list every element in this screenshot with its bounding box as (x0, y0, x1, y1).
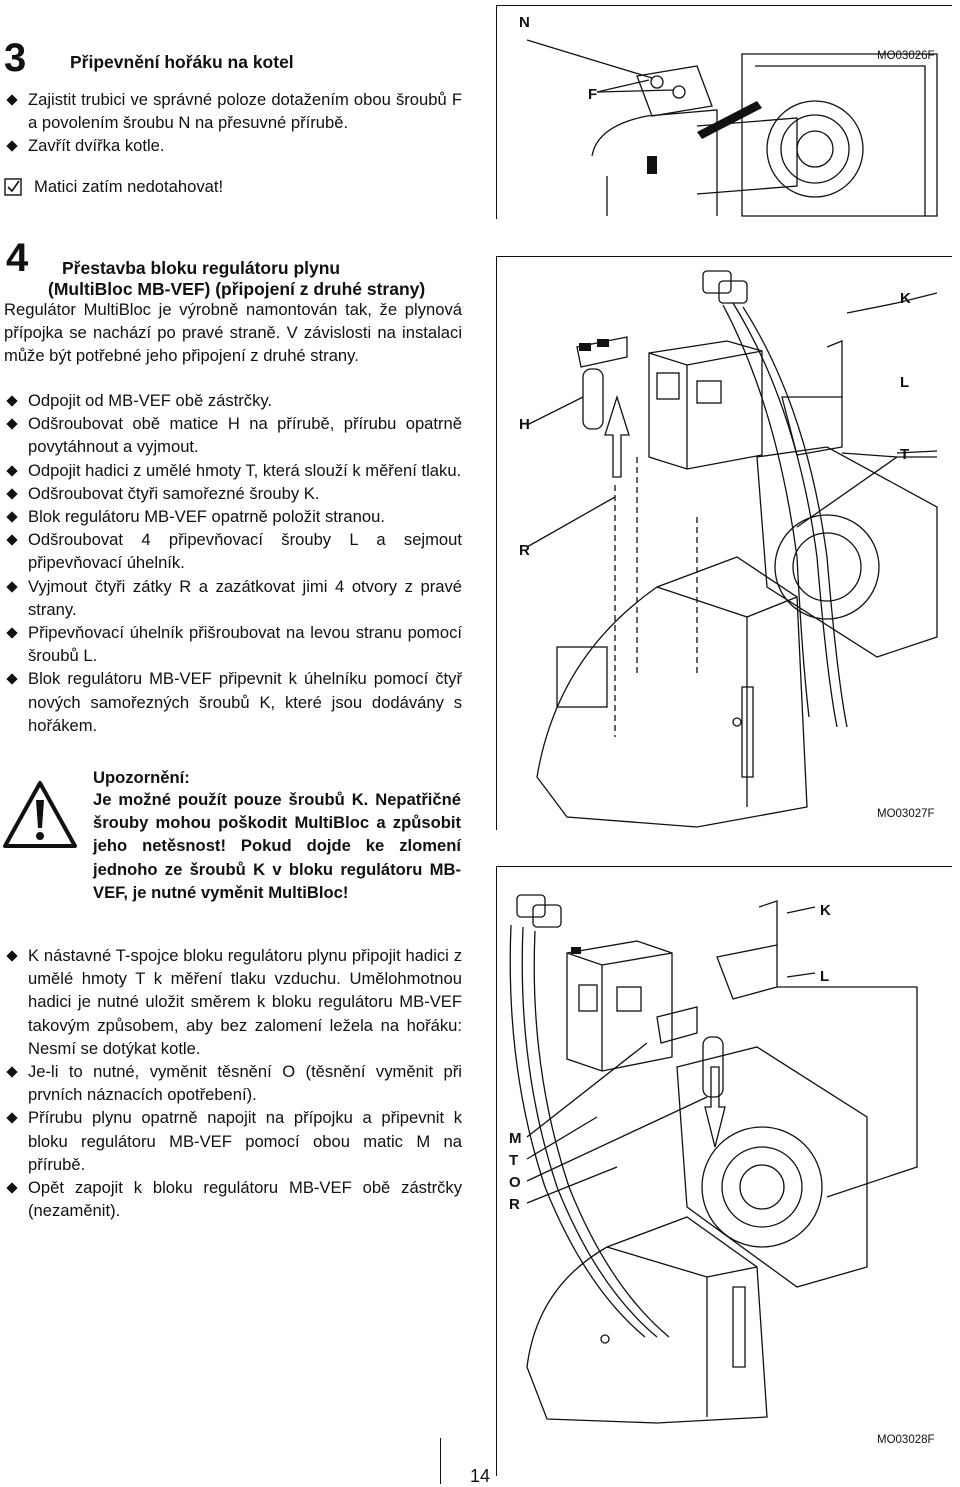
list-item: Zavřít dvířka kotle. (4, 134, 462, 157)
section-4-continued-bullet-list: K nástavné T-spojce bloku regulátoru ply… (4, 944, 462, 1222)
figure-2-label-h: H (519, 416, 530, 433)
figure-2-multibloc-removal-drawing (526, 270, 938, 828)
page-footer-rule (440, 1438, 441, 1484)
bullet-diamond-icon (6, 1182, 18, 1194)
bullet-diamond-icon (6, 580, 18, 593)
warning-triangle-icon (2, 780, 78, 855)
list-item: Vyjmout čtyři zátky R a zazátkovat jimi … (4, 575, 462, 621)
bullet-diamond-icon (6, 94, 18, 106)
figure-2-label-k: K (900, 290, 911, 307)
bullet-diamond-icon (6, 673, 18, 686)
bullet-diamond-icon (6, 464, 18, 477)
figure-1-top-rule (496, 5, 952, 6)
section-4-intro: Regulátor MultiBloc je výrobně namontová… (4, 300, 462, 366)
figure-1-label-f: F (588, 86, 598, 103)
bullet-diamond-icon (6, 950, 18, 962)
figure-2-id: MO03027F (877, 808, 935, 820)
list-item: Odpojit hadici z umělé hmoty T, která sl… (4, 459, 462, 482)
section-3-title: Připevnění hořáku na kotel (70, 52, 294, 72)
bullet-diamond-icon (6, 511, 18, 523)
list-item: Odpojit od MB-VEF obě zástrčky. (4, 389, 462, 412)
figure-3-label-o: O (509, 1174, 521, 1191)
bullet-diamond-icon (6, 1066, 18, 1078)
list-item: Odšroubovat obě matice H na přírubě, pří… (4, 412, 462, 458)
section-4-title-line2: (MultiBloc MB-VEF) (připojení z druhé st… (48, 279, 426, 299)
check-note: Matici zatím nedotahovat! (4, 175, 464, 198)
bullet-diamond-icon (6, 488, 18, 500)
list-item: Je-li to nutné, vyměnit těsnění O (těsně… (4, 1060, 462, 1106)
figure-3-label-k: K (820, 902, 831, 919)
figure-3-label-r: R (509, 1196, 520, 1213)
figure-1-id: MO03026F (877, 50, 935, 62)
list-item: Odšroubovat čtyři samořezné šrouby K. (4, 482, 462, 505)
list-item: Opět zapojit k bloku regulátoru MB-VEF o… (4, 1176, 462, 1222)
figure-2-left-rule (496, 256, 497, 830)
checkmark-box-icon (4, 178, 22, 202)
list-item: Zajistit trubici ve správné poloze dotaž… (4, 88, 462, 134)
figure-1-left-rule (496, 5, 497, 219)
figure-3-label-t: T (509, 1152, 519, 1169)
section-3-bullet-list: Zajistit trubici ve správné poloze dotaž… (4, 88, 462, 158)
section-4-bullet-list: Odpojit od MB-VEF obě zástrčky. Odšroubo… (4, 389, 462, 737)
section-4-title-line1: Přestavba bloku regulátoru plynu (62, 258, 341, 278)
figure-3-left-rule (496, 866, 497, 1476)
bullet-diamond-icon (6, 1112, 18, 1125)
list-item: Přírubu plynu opatrně napojit na přípojk… (4, 1106, 462, 1176)
figure-1-label-n: N (519, 14, 530, 31)
figure-3-label-m: M (509, 1130, 522, 1147)
figure-3-id: MO03028F (877, 1434, 935, 1446)
bullet-diamond-icon (6, 395, 18, 407)
figure-1-burner-flange-drawing (526, 39, 938, 217)
page-number: 14 (470, 1466, 491, 1486)
list-item: K nástavné T-spojce bloku regulátoru ply… (4, 944, 462, 1060)
list-item: Odšroubovat 4 připevňovací šrouby L a se… (4, 528, 462, 574)
list-item: Blok regulátoru MB-VEF připevnit k úheln… (4, 667, 462, 737)
figure-3-label-l: L (820, 968, 830, 985)
check-note-text: Matici zatím nedotahovat! (34, 177, 224, 196)
list-item: Blok regulátoru MB-VEF opatrně položit s… (4, 505, 462, 528)
bullet-diamond-icon (6, 418, 18, 430)
figure-2-top-rule (496, 256, 952, 257)
warning-body: Je možné použít pouze šroubů K. Nepatřič… (93, 790, 461, 902)
figure-3-multibloc-refit-drawing (509, 894, 918, 1424)
figure-3-top-rule (496, 866, 952, 867)
section-4-number: 4 (6, 236, 29, 280)
bullet-diamond-icon (6, 140, 18, 153)
figure-3-bottom-left-rule (496, 1440, 497, 1476)
figure-2-label-t: T (900, 446, 910, 463)
figure-2-label-r: R (519, 542, 530, 559)
bullet-diamond-icon (6, 534, 18, 546)
bullet-diamond-icon (6, 627, 18, 639)
warning-heading: Upozornění: (93, 768, 190, 787)
section-3-number: 3 (4, 36, 27, 80)
figure-2-label-l: L (900, 374, 910, 391)
list-item: Připevňovací úhelník přišroubovat na lev… (4, 621, 462, 667)
